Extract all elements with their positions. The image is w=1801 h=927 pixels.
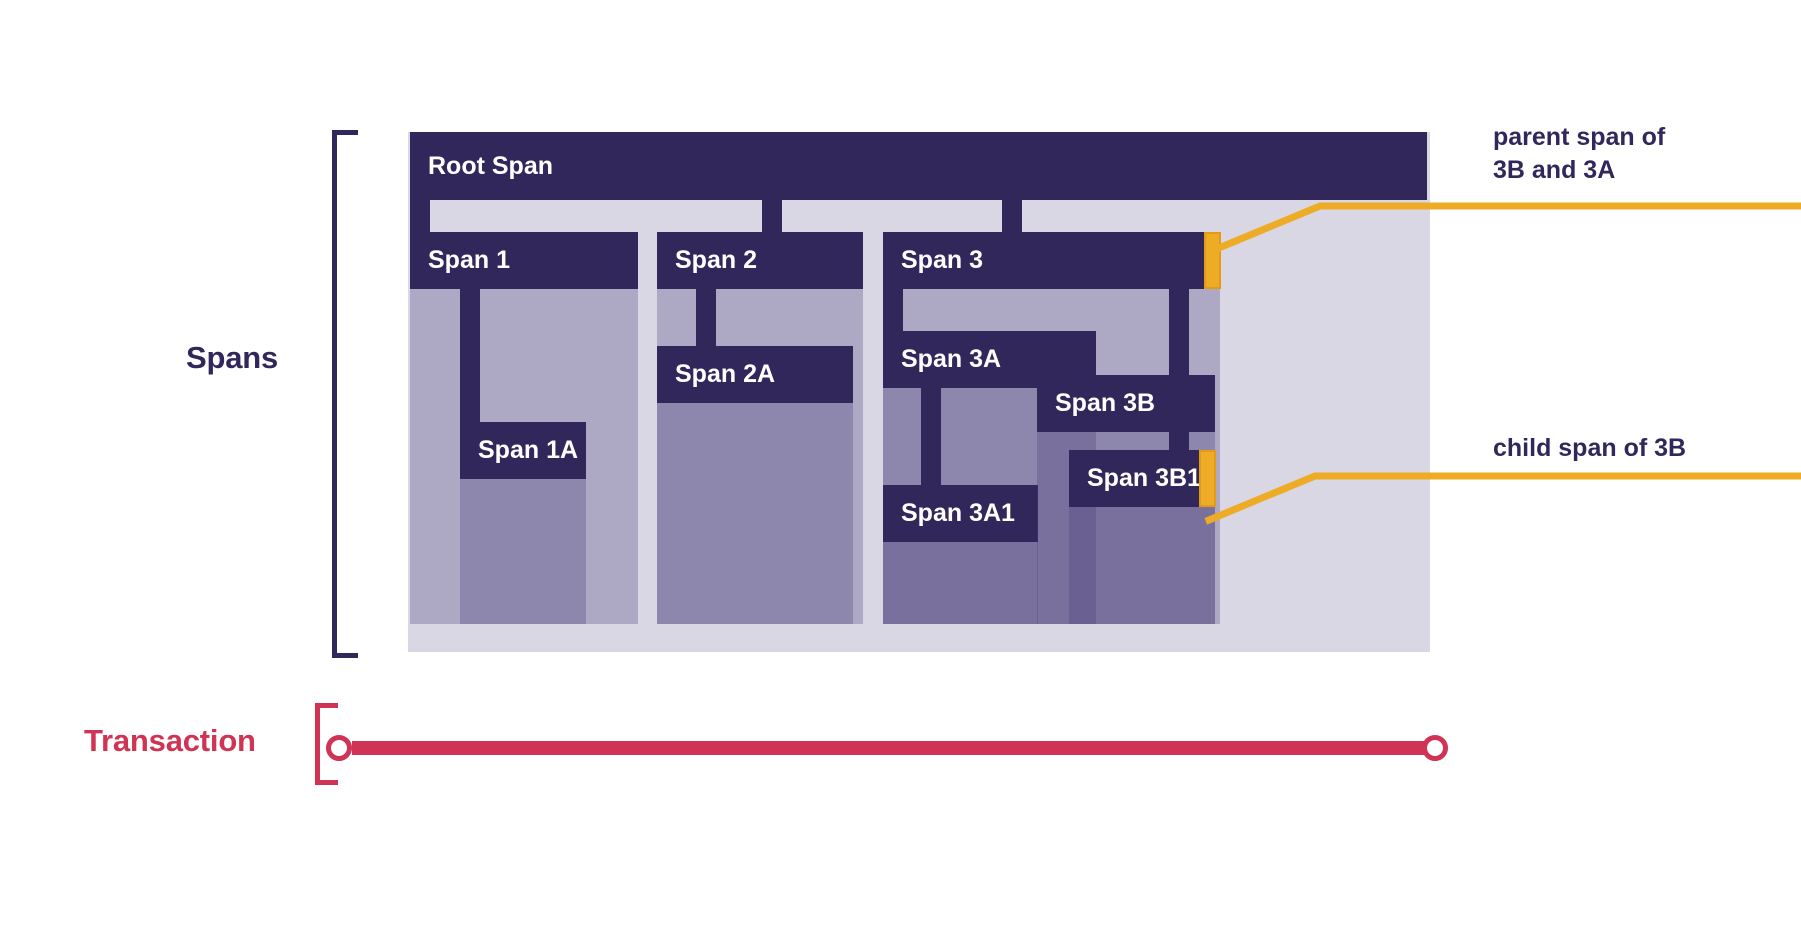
span-3a1-header: Span 3A1: [883, 485, 1038, 542]
connector-span3-to-span3a: [883, 289, 903, 331]
connector-root-to-span1: [410, 200, 430, 232]
span-1a-header: Span 1A: [460, 422, 586, 479]
connector-root-to-span3: [1002, 200, 1022, 232]
transaction-group-label: Transaction: [84, 723, 256, 758]
span-2a-header: Span 2A: [657, 346, 853, 403]
span-2[interactable]: Span 2: [657, 232, 863, 624]
transaction-start-marker[interactable]: [326, 735, 352, 761]
span-1a[interactable]: Span 1A: [460, 422, 586, 624]
highlight-marker-span3b1: [1199, 450, 1216, 507]
connector-span3a-to-span3a1: [921, 388, 941, 485]
callout-leader-parent: [1209, 202, 1801, 255]
callout-text-child-span: child span of 3B: [1493, 434, 1687, 462]
span-2a[interactable]: Span 2A: [657, 346, 853, 624]
span-3b1[interactable]: Span 3B1: [1069, 450, 1215, 624]
spans-group-label: Spans: [186, 340, 279, 375]
spans-bracket: [332, 130, 358, 658]
callout-text-parent-span: parent span of 3B and 3A: [1493, 123, 1666, 184]
span-3a1[interactable]: Span 3A1: [883, 485, 1038, 624]
span-3b-header: Span 3B: [1037, 375, 1215, 432]
spans-diagram: Root Span Span 1 Span 1A Span 2 Span 2A: [408, 132, 1430, 652]
transaction-duration-bar[interactable]: [352, 741, 1434, 755]
span-1-header: Span 1: [410, 232, 638, 289]
span-2-header: Span 2: [657, 232, 863, 289]
connector-span1-to-span1a: [460, 289, 480, 422]
connector-root-to-span2: [762, 200, 782, 232]
span-root-header: Root Span: [410, 132, 1427, 200]
span-3b1-header: Span 3B1: [1069, 450, 1215, 507]
transaction-bracket: [315, 703, 338, 785]
trace-container-background: [408, 132, 1430, 652]
connector-span2-to-span2a: [696, 289, 716, 346]
span-2-body: [657, 232, 863, 624]
connector-span3b-to-span3b1: [1169, 432, 1189, 450]
callout-leader-child: [1204, 472, 1801, 525]
span-3a[interactable]: Span 3A: [883, 331, 1096, 624]
span-3-header: Span 3: [883, 232, 1220, 289]
span-root[interactable]: Root Span: [410, 132, 1427, 200]
transaction-end-marker[interactable]: [1422, 735, 1448, 761]
